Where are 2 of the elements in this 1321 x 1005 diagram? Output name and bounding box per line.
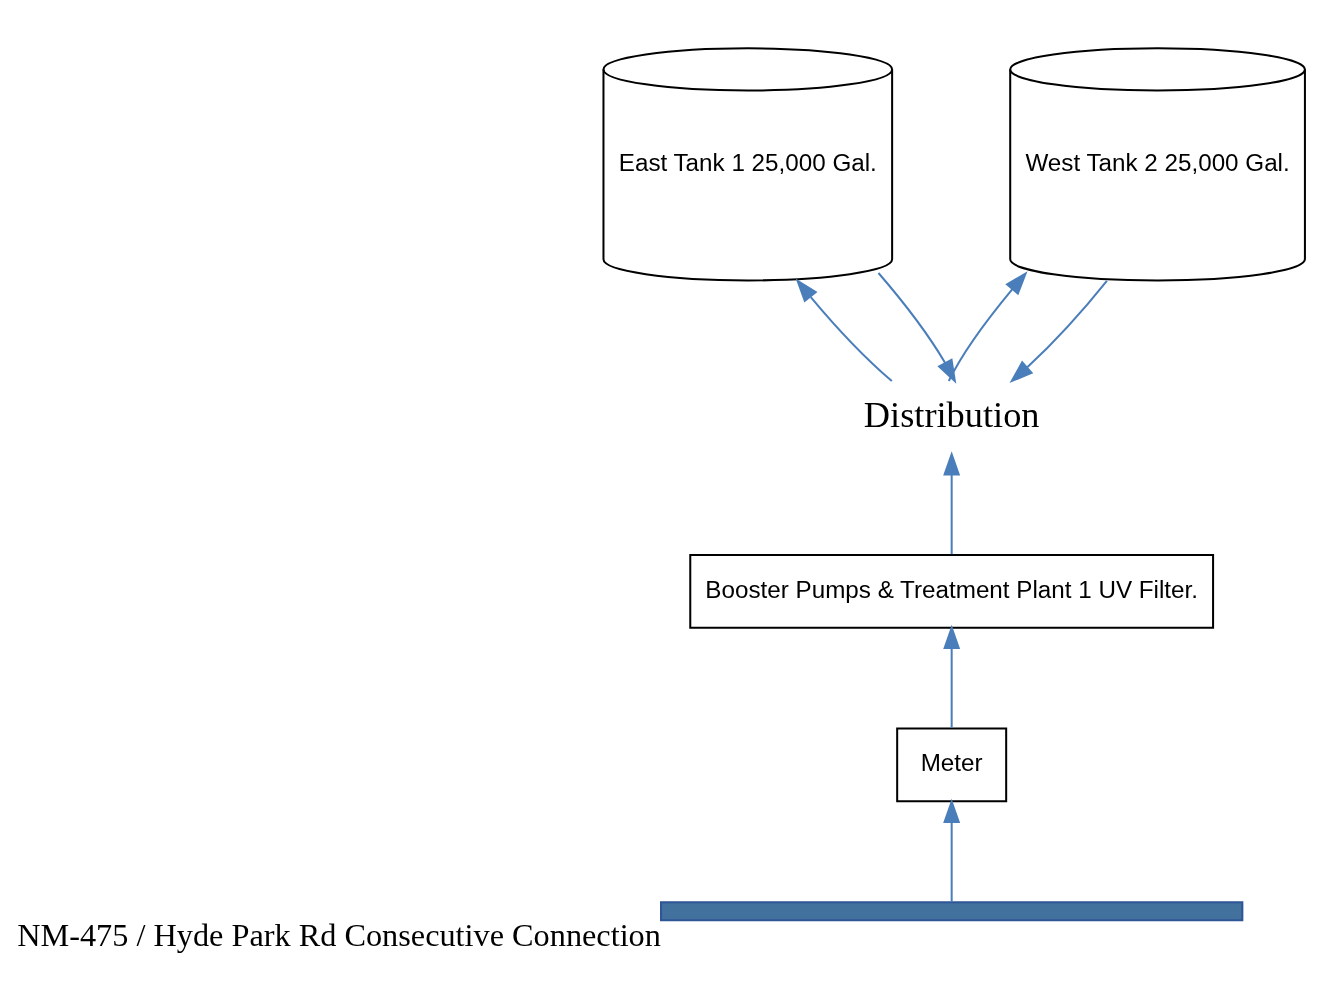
node-label: NM-475 / Hyde Park Rd Consecutive Connection [16,917,661,954]
node-text: Distribution [863,394,1039,435]
